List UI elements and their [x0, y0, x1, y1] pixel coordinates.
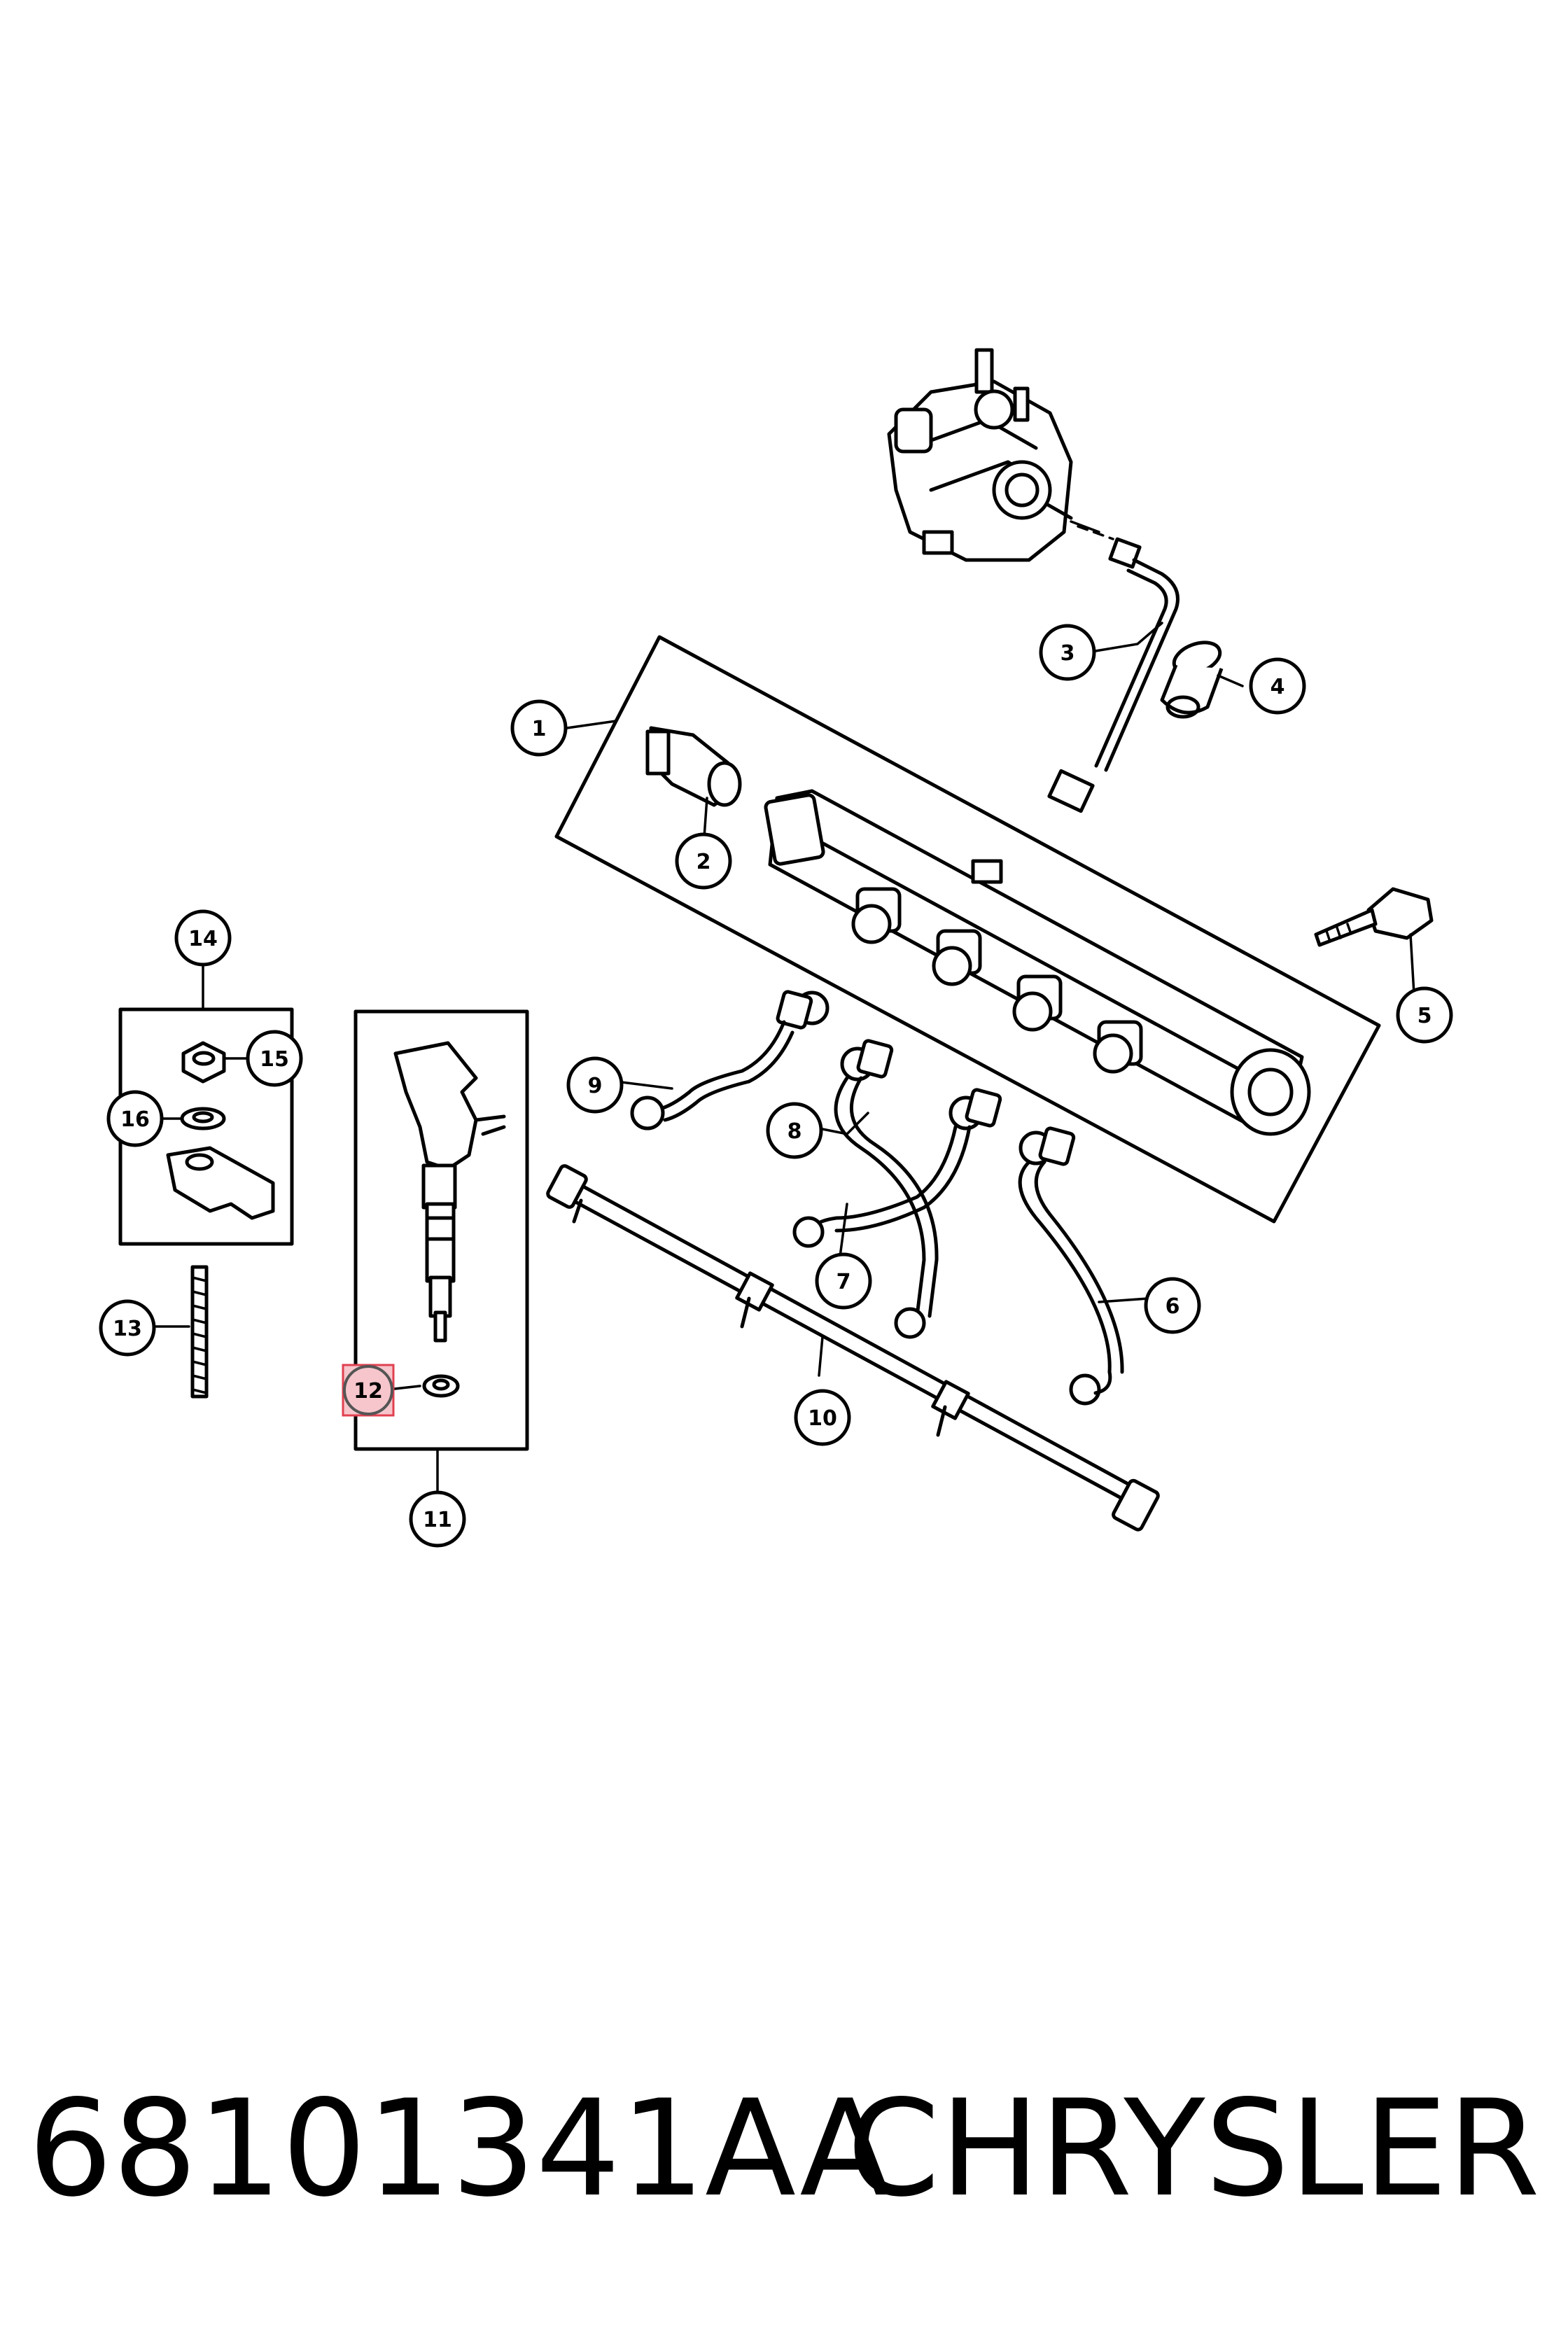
callout-16[interactable]: 16	[106, 1090, 164, 1147]
callout-label: 14	[188, 927, 218, 951]
part-number: 68101341AA	[28, 2071, 891, 2226]
nut-15-drawing	[181, 1041, 226, 1084]
callout-label: 8	[788, 1119, 802, 1144]
rail-kit-outline	[554, 635, 1381, 1224]
callout-label: 11	[423, 1508, 452, 1532]
leader-lines	[154, 622, 1415, 1492]
callout-2[interactable]: 2	[675, 832, 732, 890]
injector-kit-outline	[354, 1009, 529, 1451]
fuel-pump-drawing	[887, 348, 1114, 562]
washer-16-drawing	[180, 1107, 226, 1130]
callout-label: 1	[532, 717, 547, 741]
injector-tube-9-drawing	[630, 990, 830, 1130]
caption-bar: 68101341AA CHRYSLER	[0, 2058, 1568, 2240]
callout-7[interactable]: 7	[815, 1252, 872, 1310]
injector-tube-7-drawing	[792, 1088, 1002, 1248]
callout-label: 16	[120, 1107, 150, 1132]
bolt-drawing	[1314, 887, 1434, 947]
callout-11[interactable]: 11	[409, 1490, 466, 1548]
callout-label: 2	[696, 850, 711, 874]
callout-label: 4	[1270, 675, 1285, 699]
fuel-rail-drawing	[764, 789, 1311, 1136]
callout-label: 15	[260, 1047, 289, 1072]
callout-5[interactable]: 5	[1396, 986, 1453, 1044]
callout-12-highlighted[interactable]: 12	[342, 1364, 395, 1417]
callout-8[interactable]: 8	[766, 1102, 823, 1159]
callout-label: 6	[1166, 1294, 1180, 1319]
callout-label: 9	[588, 1074, 603, 1098]
pump-to-rail-tube	[1047, 537, 1180, 813]
callout-6[interactable]: 6	[1144, 1277, 1201, 1334]
callout-label: 3	[1060, 641, 1075, 666]
brand-name: CHRYSLER	[847, 2071, 1540, 2226]
callout-label: 13	[113, 1317, 142, 1341]
fuel-return-line-drawing	[546, 1164, 1160, 1532]
callout-1[interactable]: 1	[510, 699, 568, 757]
injector-tube-6-drawing	[1018, 1126, 1124, 1406]
rail-cap-drawing	[1160, 640, 1224, 719]
callout-14[interactable]: 14	[174, 909, 232, 967]
stud-drawing	[190, 1265, 209, 1399]
callout-13[interactable]: 13	[99, 1299, 156, 1357]
callout-label: 5	[1418, 1004, 1432, 1028]
callout-label: 12	[354, 1379, 383, 1404]
callout-label: 7	[836, 1270, 851, 1294]
callout-9[interactable]: 9	[566, 1056, 624, 1114]
washer-12-drawing	[422, 1374, 460, 1398]
callout-label: 10	[808, 1406, 837, 1431]
clamp-drawing	[166, 1146, 275, 1220]
injector-tube-8-drawing	[834, 1039, 939, 1339]
callout-4[interactable]: 4	[1249, 657, 1306, 715]
callout-10[interactable]: 10	[794, 1389, 851, 1446]
callout-15[interactable]: 15	[246, 1030, 303, 1087]
pressure-sensor-drawing	[645, 726, 742, 807]
callout-3[interactable]: 3	[1039, 624, 1096, 681]
injector-drawing	[393, 1041, 506, 1343]
